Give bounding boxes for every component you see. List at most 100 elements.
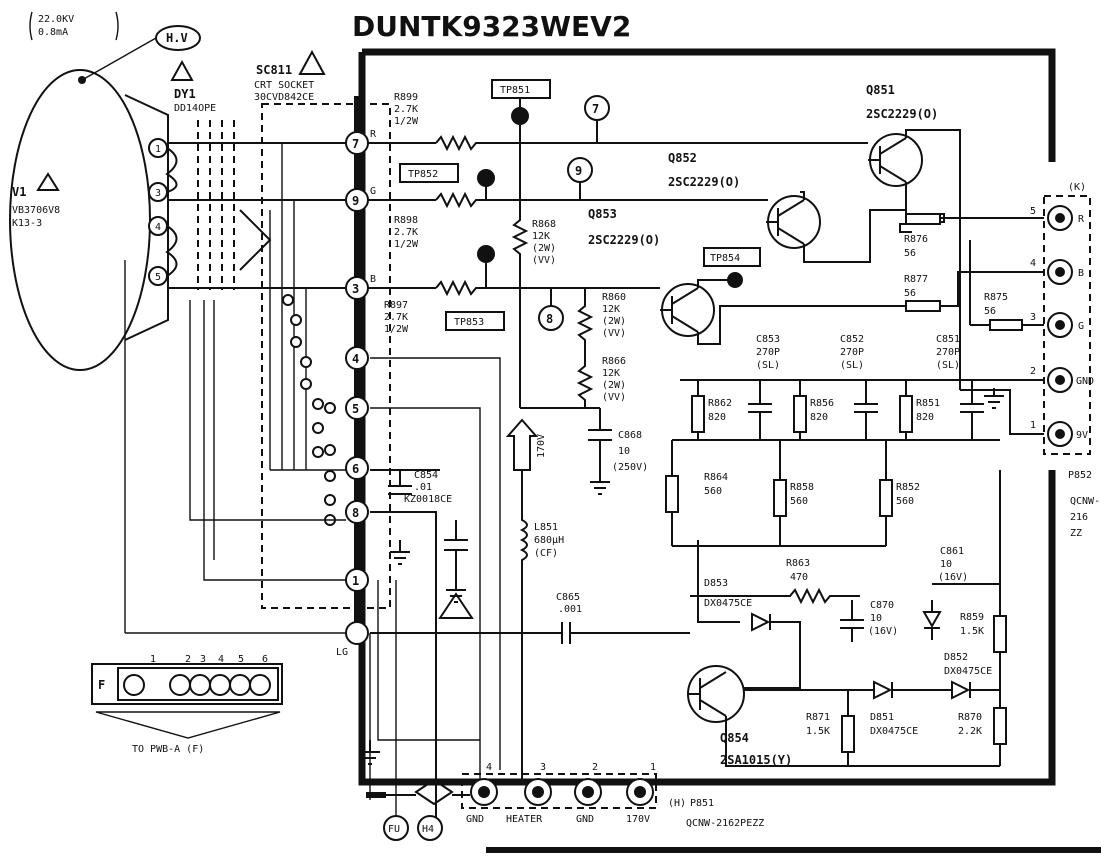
resistor-r862 [691,395,705,433]
svg-text:R898: R898 [394,215,418,226]
svg-text:270P: 270P [936,347,960,358]
resistor-r858 [773,479,787,517]
svg-text:2: 2 [1030,366,1036,377]
socket-pin [345,456,369,480]
board-title: DUNTK9323WEV2 [352,10,631,43]
transistor-q853: Q853 2SC2229(O) [588,207,715,337]
connector-h-box [461,773,657,809]
svg-text:C854: C854 [414,470,438,481]
terminal-h4 [417,815,443,841]
svg-text:1/2W: 1/2W [394,239,419,250]
resistor-r863 [690,587,860,605]
junction-diamond [414,778,454,806]
svg-text:(250V): (250V) [612,462,648,473]
svg-text:1: 1 [352,574,359,588]
lg-label: LG [336,647,348,658]
testpoint-dot [477,169,495,187]
svg-text:12K: 12K [602,368,620,379]
resistor-r868 [511,125,529,408]
svg-text:R866: R866 [602,356,626,367]
resistor-r898 [435,191,768,209]
hv-label: H.V [166,31,188,45]
svg-text:8: 8 [546,312,553,326]
svg-text:(VV): (VV) [532,255,556,266]
testpoint-box [399,163,459,183]
svg-text:1: 1 [155,144,161,155]
resistor-r864 [665,475,679,513]
svg-text:270P: 270P [840,347,864,358]
yoke-ref: DY1 [174,87,196,101]
connector-h-pins [470,778,654,806]
svg-text:9V: 9V [1076,430,1088,441]
svg-text:C865: C865 [556,592,580,603]
svg-text:R877: R877 [904,274,928,285]
diode-d851 [873,680,893,700]
resistor-r852 [879,479,893,517]
hv-spec-kv: 22.0KV [38,14,74,25]
warning-icon [170,59,194,81]
svg-text:C870: C870 [870,600,894,611]
resistor-r876 [905,213,941,225]
svg-text:L851: L851 [534,522,558,533]
socket-pin [345,396,369,420]
svg-text:3: 3 [1030,312,1036,323]
svg-text:B: B [1078,268,1084,279]
svg-text:R864: R864 [704,472,728,483]
svg-text:R868: R868 [532,219,556,230]
svg-text:9: 9 [352,194,359,208]
svg-text:TP854: TP854 [710,253,740,264]
svg-text:270P: 270P [756,347,780,358]
connector-f-body [117,667,279,701]
svg-text:D853: D853 [704,578,728,589]
svg-text:3: 3 [155,188,161,199]
svg-text:2.7K: 2.7K [394,104,418,115]
svg-text:1: 1 [1030,420,1036,431]
svg-text:R852: R852 [896,482,920,493]
svg-text:170V: 170V [626,814,650,825]
testpoint-box [445,311,505,331]
svg-text:1/2W: 1/2W [394,116,419,127]
resistor-r859 [993,615,1007,653]
svg-text:216: 216 [1070,512,1088,523]
crt-ref: V1 [12,185,26,199]
svg-text:12K: 12K [602,304,620,315]
transistor-q854: Q854 2SA1015(Y) [687,665,792,767]
svg-text:DX0475CE: DX0475CE [704,598,752,609]
hv-anode-dot [78,76,86,84]
resistor-r871 [841,715,855,753]
svg-text:820: 820 [916,412,934,423]
svg-text:R851: R851 [916,398,940,409]
crt-part-2: K13-3 [12,218,42,229]
resistor-r897 [435,279,660,297]
svg-text:.001: .001 [558,604,582,615]
testpoint-dot [511,107,529,125]
svg-text:1.5K: 1.5K [960,626,984,637]
svg-text:4: 4 [155,222,161,233]
connector-k-pins [1047,205,1073,447]
svg-text:C853: C853 [756,334,780,345]
svg-text:5: 5 [155,272,161,283]
transistor-q851: Q851 2SC2229(O) [866,83,938,187]
warning-icon [36,172,60,191]
svg-text:(16V): (16V) [938,572,968,583]
svg-text:GND: GND [466,814,484,825]
warning-icon [438,592,474,619]
svg-text:820: 820 [708,412,726,423]
svg-text:8: 8 [352,506,359,520]
capacitor-c851 [960,380,984,440]
socket-pin-lg [345,621,369,645]
svg-text:R899: R899 [394,92,418,103]
svg-text:R859: R859 [960,612,984,623]
svg-text:3: 3 [540,762,546,773]
svg-text:C851: C851 [936,334,960,345]
resistor-r860 [576,288,594,408]
warning-icon [298,49,326,75]
socket-part-2: 30CVD842CE [254,92,314,103]
svg-text:DX0475CE: DX0475CE [870,726,918,737]
svg-text:G: G [1078,321,1084,332]
connector-f-dest: TO PWB-A (F) [132,744,204,755]
svg-text:QCNW-: QCNW- [1070,496,1100,507]
yoke-part: DD14OPE [174,103,216,114]
testpoint-dot [727,272,743,288]
svg-text:12K: 12K [532,231,550,242]
